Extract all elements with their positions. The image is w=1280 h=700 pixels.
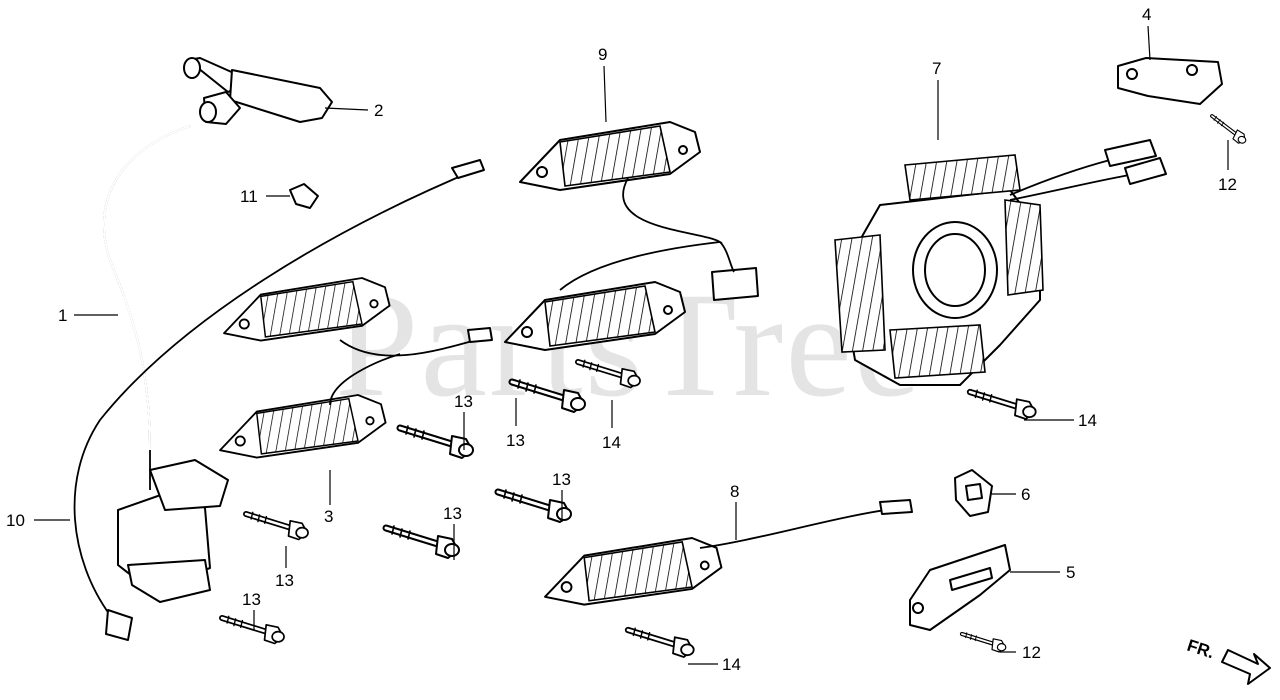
callout-5: 5: [1066, 563, 1075, 582]
bolt-14b: [970, 390, 1036, 419]
direction-label: FR.: [1185, 636, 1217, 663]
callout-4: 4: [1142, 5, 1151, 24]
bracket-4: [1117, 57, 1223, 105]
callout-13a: 13: [454, 392, 473, 411]
callout-13f: 13: [242, 590, 261, 609]
stop-switch-terminal: [451, 159, 485, 179]
callout-12a: 12: [1218, 175, 1237, 194]
callout-8: 8: [730, 482, 739, 501]
callouts: 1 2 3 4 5 6 7 8 9 10 11 12 12 13 13 13 1: [6, 5, 1237, 674]
clip-11: [289, 183, 319, 209]
stop-switch-wire: [73, 167, 481, 616]
bolt-13a: [400, 426, 473, 458]
callout-13b: 13: [506, 431, 525, 450]
callout-6: 6: [1021, 485, 1030, 504]
bolt-14c: [628, 628, 694, 657]
callout-13c: 13: [552, 470, 571, 489]
callout-13d: 13: [443, 504, 462, 523]
spark-plug-cap: [183, 57, 333, 125]
ignition-coil: [117, 450, 229, 603]
bolt-12b: [962, 633, 1006, 652]
callout-1: 1: [58, 306, 67, 325]
callout-10: 10: [6, 511, 25, 530]
callout-14c: 14: [722, 655, 741, 674]
callout-7: 7: [932, 59, 941, 78]
bolt-13e: [246, 512, 308, 539]
callout-11: 11: [240, 187, 258, 206]
clip-6: [954, 469, 993, 517]
callout-9: 9: [598, 45, 607, 64]
callout-3: 3: [324, 507, 333, 526]
bracket-5: [909, 544, 1011, 631]
callout-12b: 12: [1022, 643, 1041, 662]
stator-7: [834, 139, 1167, 386]
ignition-cable: [102, 125, 191, 451]
callout-14b: 14: [1078, 411, 1097, 430]
callout-2: 2: [374, 101, 383, 120]
ground-terminal: [105, 609, 133, 641]
callout-14a: 14: [602, 433, 621, 452]
charge-coil-3: [219, 277, 493, 459]
lighting-coil-8: [544, 499, 913, 606]
front-arrow: FR.: [1185, 636, 1271, 685]
bolt-13f: [222, 616, 284, 643]
callout-13e: 13: [275, 571, 294, 590]
bolt-13d: [386, 526, 459, 558]
exciter-coil-9: [504, 121, 759, 351]
bolt-13c: [498, 490, 571, 522]
